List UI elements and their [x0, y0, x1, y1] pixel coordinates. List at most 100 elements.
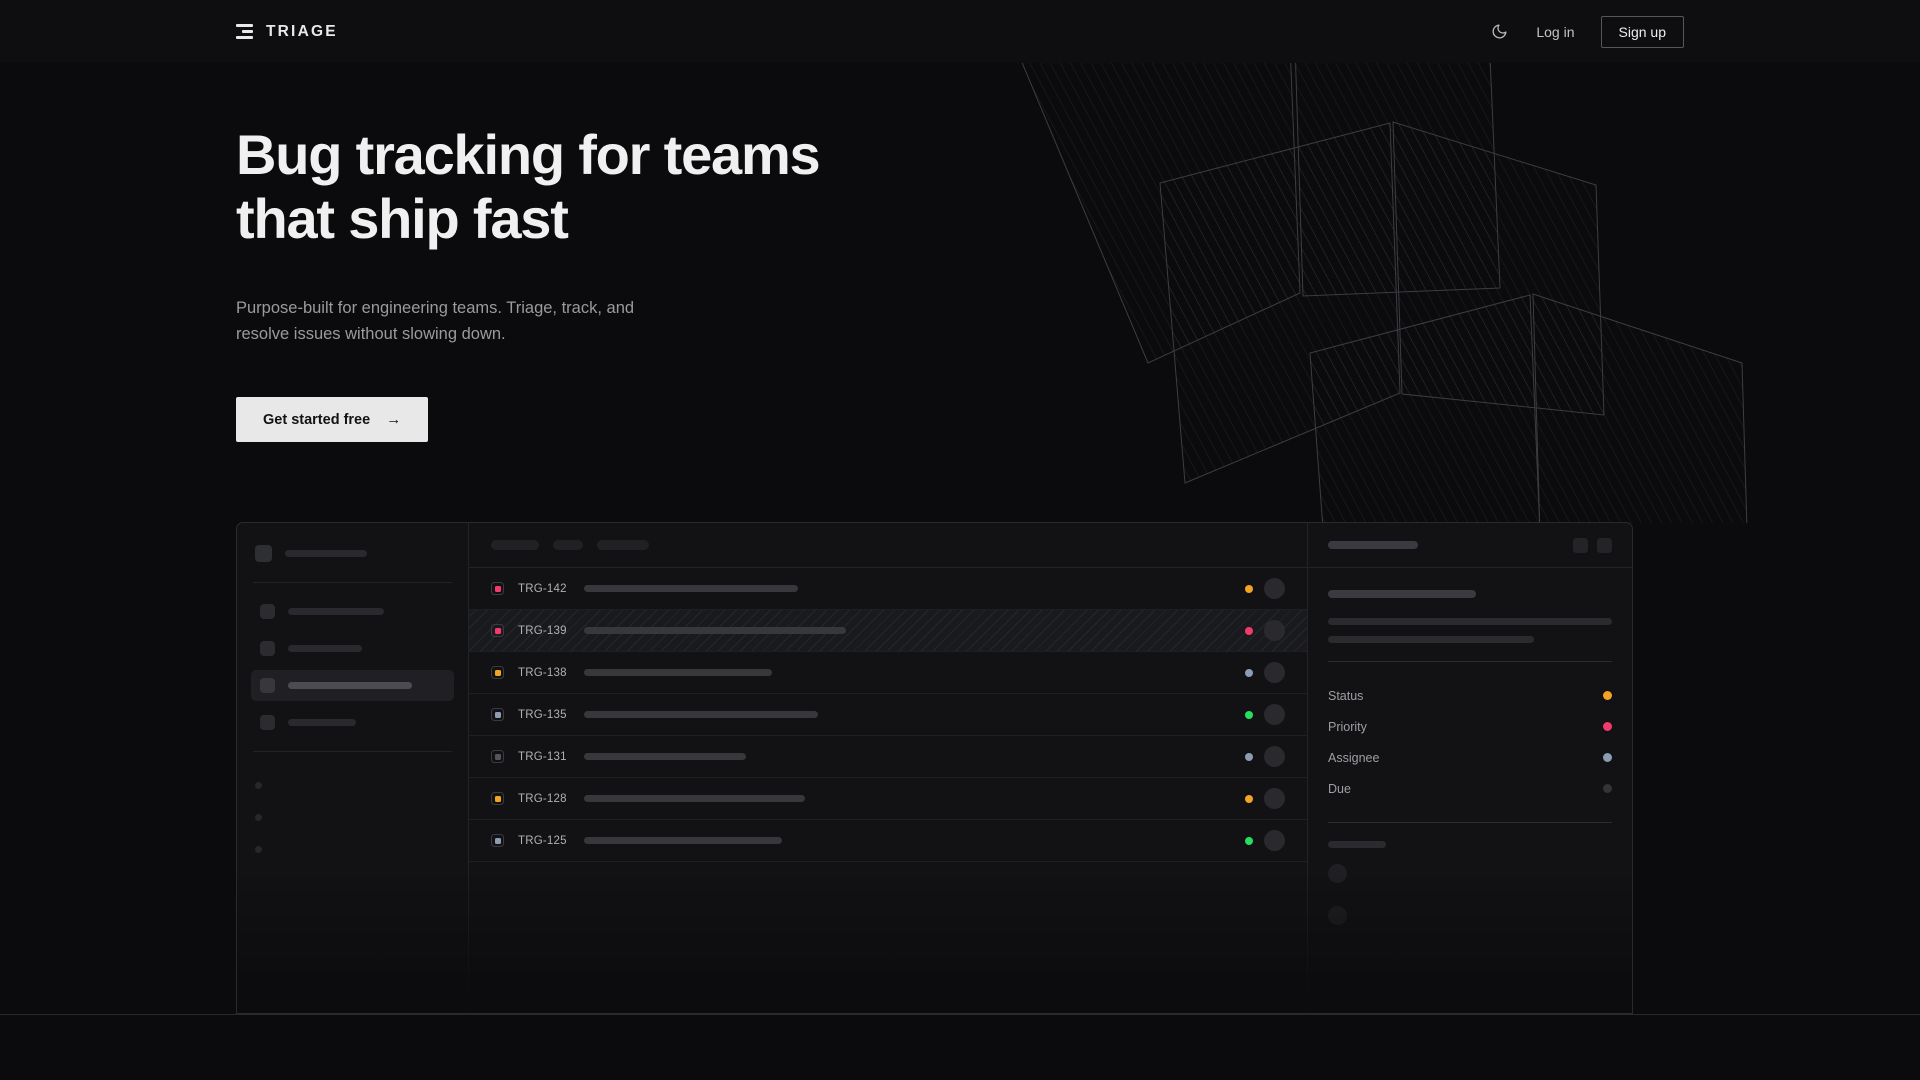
get-started-button[interactable]: Get started free → — [236, 397, 429, 443]
avatar — [1264, 578, 1285, 599]
issue-id: TRG-139 — [518, 624, 567, 637]
activity-avatar-0 — [1328, 864, 1347, 883]
issue-title-skeleton — [584, 669, 772, 676]
status-badge — [1245, 584, 1253, 593]
status-badge — [1245, 626, 1253, 635]
sidebar-item-label — [288, 682, 412, 689]
table-row[interactable]: TRG-131 — [469, 736, 1307, 778]
meta-value-dot — [1603, 784, 1612, 793]
issue-title-skeleton — [584, 753, 746, 760]
issue-id: TRG-135 — [518, 708, 567, 721]
workspace-name-skeleton — [285, 550, 367, 557]
detail-title-skeleton — [1328, 541, 1418, 549]
sidebar-nav — [237, 583, 468, 751]
issue-title-skeleton — [584, 795, 805, 802]
sidebar-item-2[interactable] — [251, 670, 454, 701]
status-badge — [1245, 836, 1253, 845]
table-row[interactable]: TRG-128 — [469, 778, 1307, 820]
filter-pill-0[interactable] — [491, 540, 539, 550]
detail-divider-2 — [1328, 822, 1612, 823]
activity-avatars — [1328, 848, 1612, 925]
priority-badge-icon — [491, 666, 504, 679]
row-meta — [1245, 578, 1285, 599]
avatar — [1264, 704, 1285, 725]
status-badge — [1245, 752, 1253, 761]
hero-subtitle: Purpose-built for engineering teams. Tri… — [236, 298, 635, 344]
avatar — [1264, 620, 1285, 641]
row-meta — [1245, 662, 1285, 683]
sidebar-item-icon — [260, 715, 275, 730]
sidebar-item-1[interactable] — [251, 633, 454, 664]
priority-badge-icon — [491, 708, 504, 721]
avatar — [1264, 662, 1285, 683]
table-row[interactable]: TRG-125 — [469, 820, 1307, 862]
detail-header-button-0[interactable] — [1573, 537, 1588, 553]
avatar — [1264, 746, 1285, 767]
issue-id: TRG-131 — [518, 750, 567, 763]
detail-header-buttons — [1573, 537, 1612, 553]
brand-logo[interactable]: TRIAGE — [236, 23, 338, 41]
arrow-right-icon: → — [386, 411, 402, 429]
issue-id: TRG-125 — [518, 834, 567, 847]
row-meta — [1245, 830, 1285, 851]
priority-badge-icon — [491, 582, 504, 595]
meta-value-dot — [1603, 691, 1612, 700]
meta-row-status[interactable]: Status — [1328, 680, 1612, 711]
activity-label-skeleton — [1328, 841, 1386, 848]
filter-pill-1[interactable] — [553, 540, 583, 550]
sidebar-section-label — [237, 752, 468, 772]
meta-label: Status — [1328, 688, 1364, 703]
workspace-avatar — [255, 545, 272, 562]
priority-badge-icon — [491, 834, 504, 847]
table-row[interactable]: TRG-135 — [469, 694, 1307, 736]
list-toolbar — [469, 523, 1307, 568]
meta-label: Assignee — [1328, 750, 1380, 765]
table-row[interactable]: TRG-142 — [469, 568, 1307, 610]
meta-label: Priority — [1328, 719, 1367, 734]
sidebar-sub-item-0[interactable] — [255, 782, 262, 789]
sidebar-sub-item-1[interactable] — [255, 814, 262, 821]
priority-badge-icon — [491, 792, 504, 805]
row-meta — [1245, 788, 1285, 809]
table-row[interactable]: TRG-139 — [469, 610, 1307, 652]
meta-row-priority[interactable]: Priority — [1328, 711, 1612, 742]
stacked-bars-icon — [236, 24, 253, 39]
login-link[interactable]: Log in — [1536, 23, 1575, 40]
sidebar-item-0[interactable] — [251, 596, 454, 627]
issue-title-skeleton — [584, 627, 846, 634]
cta-label: Get started free — [263, 411, 371, 428]
page-title: Bug tracking for teams that ship fast — [236, 123, 821, 250]
status-badge — [1245, 668, 1253, 677]
detail-divider — [1328, 661, 1612, 662]
detail-description-skeleton — [1328, 618, 1612, 643]
meta-row-assignee[interactable]: Assignee — [1328, 742, 1612, 773]
filter-pill-2[interactable] — [597, 540, 649, 550]
activity-avatar-1 — [1328, 906, 1347, 925]
meta-row-due[interactable]: Due — [1328, 773, 1612, 804]
status-badge — [1245, 710, 1253, 719]
detail-heading-skeleton — [1328, 590, 1476, 598]
table-row[interactable]: TRG-138 — [469, 652, 1307, 694]
detail-header-button-1[interactable] — [1597, 537, 1612, 553]
sidebar-item-3[interactable] — [251, 707, 454, 738]
avatar — [1264, 788, 1285, 809]
signup-button[interactable]: Sign up — [1600, 15, 1684, 48]
moon-icon[interactable] — [1488, 21, 1510, 43]
row-meta — [1245, 704, 1285, 725]
meta-label: Due — [1328, 781, 1351, 796]
issue-title-skeleton — [584, 837, 782, 844]
workspace-switcher[interactable] — [237, 523, 468, 582]
detail-header — [1308, 523, 1632, 568]
sidebar-divider — [253, 582, 452, 583]
status-badge — [1245, 794, 1253, 803]
sidebar-sub-item-2[interactable] — [255, 846, 262, 853]
priority-badge-icon — [491, 750, 504, 763]
sidebar-item-label — [288, 645, 362, 652]
row-meta — [1245, 620, 1285, 641]
